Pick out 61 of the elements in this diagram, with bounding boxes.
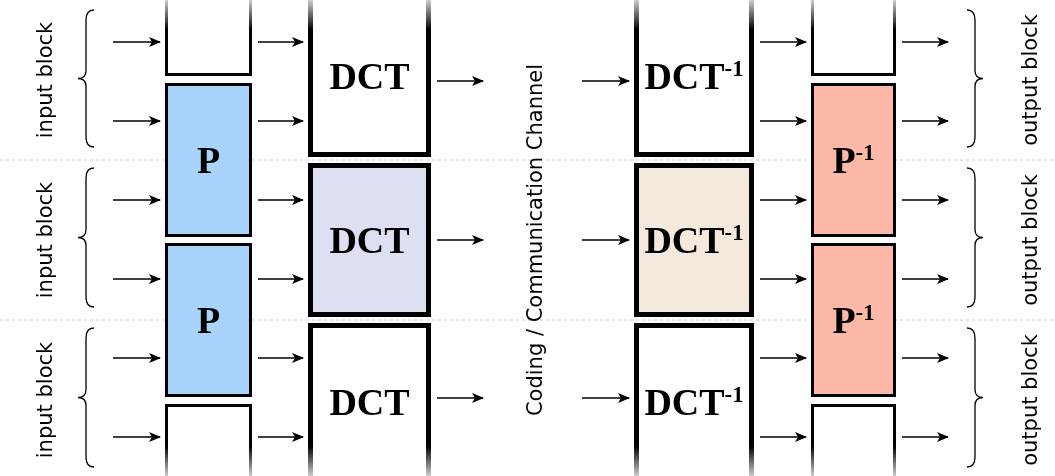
- arrow: [901, 116, 949, 126]
- arrow: [759, 195, 807, 205]
- transform-box: [634, 0, 754, 157]
- arrow: [436, 235, 484, 245]
- block-label: output block: [1018, 174, 1042, 306]
- transform-box: [811, 83, 896, 237]
- block-label: input block: [33, 21, 57, 139]
- arrow: [901, 195, 949, 205]
- partial-block-box: [811, 0, 896, 76]
- arrow: [112, 353, 161, 363]
- transform-box: [308, 163, 431, 317]
- transform-box: [634, 163, 754, 317]
- transform-label: P: [196, 141, 221, 179]
- transform-label: DCT$^{-1}$: [644, 221, 744, 259]
- transform-box: [165, 83, 252, 237]
- block-label: output block: [1018, 334, 1042, 466]
- arrow: [257, 432, 304, 442]
- arrow: [759, 37, 807, 47]
- arrow: [257, 37, 304, 47]
- transform-label: P$^{-1}$: [832, 141, 875, 179]
- transform-label: DCT$^{-1}$: [644, 57, 744, 95]
- transform-label: P$^{-1}$: [832, 301, 875, 339]
- transform-label: DCT: [329, 221, 410, 259]
- arrow: [901, 274, 949, 284]
- transform-box: [634, 323, 754, 476]
- arrow: [901, 37, 949, 47]
- partial-block-box: [165, 0, 252, 76]
- transform-label: DCT: [329, 383, 410, 421]
- transform-box: [811, 243, 896, 397]
- arrow: [257, 274, 304, 284]
- arrow: [257, 195, 304, 205]
- arrow: [901, 432, 949, 442]
- arrow: [759, 274, 807, 284]
- transform-box: [165, 243, 252, 397]
- arrow: [759, 353, 807, 363]
- arrow: [901, 353, 949, 363]
- arrow: [581, 235, 630, 245]
- arrow: [112, 432, 161, 442]
- arrow: [112, 37, 161, 47]
- arrow: [112, 274, 161, 284]
- transform-label: P: [196, 301, 221, 339]
- arrow: [112, 195, 161, 205]
- transform-box: [308, 323, 431, 476]
- transform-label: DCT$^{-1}$: [644, 383, 744, 421]
- transform-box: [308, 0, 431, 157]
- channel-label: Coding / Communication Channel: [523, 63, 547, 417]
- arrow: [257, 353, 304, 363]
- arrow: [436, 393, 484, 403]
- arrow: [257, 116, 304, 126]
- block-label: output block: [1018, 14, 1042, 146]
- arrow: [436, 76, 484, 86]
- arrow: [581, 393, 630, 403]
- transform-label: DCT: [329, 57, 410, 95]
- arrow: [759, 116, 807, 126]
- partial-block-box: [165, 404, 252, 476]
- partial-block-box: [811, 404, 896, 476]
- block-label: input block: [33, 341, 57, 459]
- block-label: input block: [33, 181, 57, 299]
- arrow: [581, 76, 630, 86]
- arrow: [759, 432, 807, 442]
- arrow: [112, 116, 161, 126]
